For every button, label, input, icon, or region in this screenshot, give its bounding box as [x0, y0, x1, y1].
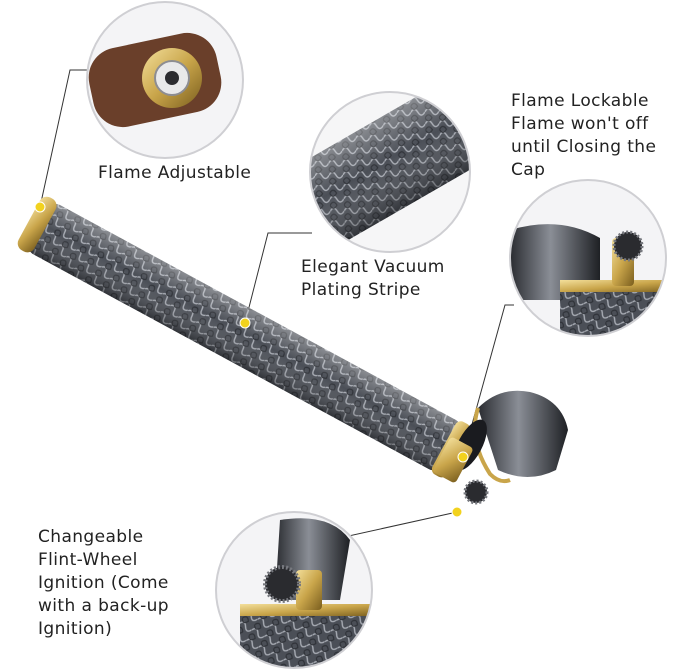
detail-zoom-circle-icon [215, 511, 373, 669]
detail-zoom-circle-icon [86, 1, 244, 159]
caption-line: Changeable [38, 527, 144, 547]
caption-line: Flint-Wheel [38, 550, 138, 570]
caption-line: Flame Adjustable [98, 163, 252, 183]
detail-zoom-circle-icon [509, 179, 667, 337]
yellow-marker-dot-icon [34, 201, 469, 518]
caption-flame-lockable: Flame Lockable Flame won't off until Clo… [511, 90, 679, 182]
detail-zoom-circle-icon [309, 91, 471, 253]
caption-line: Ignition (Come [38, 573, 169, 593]
caption-line: Cap [511, 160, 546, 180]
caption-line: until Closing the [511, 137, 657, 157]
caption-line: Flame won't off [511, 114, 649, 134]
caption-line: with a back-up [38, 596, 169, 616]
caption-line: Elegant Vacuum [301, 257, 445, 277]
caption-line: Plating Stripe [301, 280, 421, 300]
caption-line: Flame Lockable [511, 91, 649, 111]
caption-flint-wheel: Changeable Flint-Wheel Ignition (Come wi… [38, 526, 208, 641]
caption-line: Ignition) [38, 619, 113, 639]
caption-vacuum-plating: Elegant Vacuum Plating Stripe [301, 256, 445, 302]
brass-cap-icon [453, 390, 568, 484]
flint-wheel-icon [433, 437, 489, 505]
caption-flame-adjustable: Flame Adjustable [98, 162, 251, 185]
